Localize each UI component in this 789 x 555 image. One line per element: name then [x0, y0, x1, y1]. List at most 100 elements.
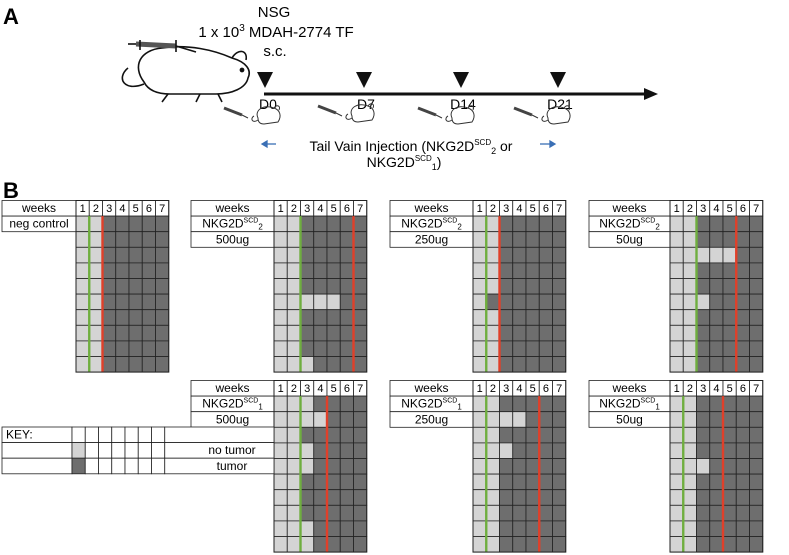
data-cell	[485, 324, 500, 342]
small-mouse-syringe	[417, 105, 475, 125]
data-cell	[682, 278, 697, 295]
injection-line-2-prefix: NKG2D	[367, 154, 415, 170]
data-cell	[128, 340, 143, 357]
data-cell	[286, 262, 301, 279]
data-cell	[499, 489, 514, 506]
data-cell	[538, 536, 553, 553]
data-cell	[525, 340, 540, 357]
data-cell	[749, 458, 764, 475]
data-cell	[313, 324, 328, 342]
data-cell	[525, 215, 540, 233]
data-cell	[286, 520, 301, 537]
data-cell	[353, 426, 368, 444]
data-cell	[339, 473, 354, 491]
data-cell	[485, 293, 500, 311]
group-name-label: NKG2DSCD1	[599, 397, 660, 412]
data-cell	[669, 442, 684, 459]
week-number-label: 2	[291, 203, 297, 215]
panel-b-letter: B	[3, 178, 19, 203]
data-cell	[300, 215, 315, 233]
data-cell	[525, 411, 540, 428]
data-cell	[155, 215, 170, 233]
data-cell	[722, 231, 737, 248]
data-cell	[485, 231, 500, 248]
data-cell	[472, 458, 487, 475]
data-cell	[286, 278, 301, 295]
injection-line-1-suffix: or	[496, 138, 513, 154]
data-cell	[155, 309, 170, 326]
data-cell	[669, 231, 684, 248]
data-cell	[512, 442, 527, 459]
data-cell	[499, 395, 514, 413]
data-cell	[669, 356, 684, 373]
data-cell	[696, 442, 711, 459]
key-blank-cell	[137, 426, 152, 444]
data-cell	[512, 340, 527, 357]
data-cell	[512, 231, 527, 248]
data-cell	[682, 215, 697, 233]
injection-sub-2: 1	[432, 162, 437, 172]
data-cell	[88, 278, 103, 295]
data-cell	[538, 309, 553, 326]
data-cell	[88, 309, 103, 326]
data-cell	[313, 520, 328, 537]
data-cell	[696, 262, 711, 279]
data-cell	[273, 231, 288, 248]
data-cell	[525, 442, 540, 459]
injection-sup-2: SCD	[415, 154, 432, 163]
data-cell	[353, 293, 368, 311]
data-cell	[749, 231, 764, 248]
data-cell	[722, 473, 737, 491]
data-cell	[709, 442, 724, 459]
data-cell	[538, 473, 553, 491]
data-cell	[300, 293, 315, 311]
data-cell	[696, 504, 711, 522]
week-number-label: 7	[357, 383, 363, 395]
day-marker-d7	[356, 72, 372, 88]
data-cell	[485, 426, 500, 444]
data-cell	[499, 356, 514, 373]
data-cell	[326, 520, 341, 537]
data-cell	[682, 395, 697, 413]
data-cell	[339, 458, 354, 475]
data-cell	[669, 395, 684, 413]
data-cell	[512, 426, 527, 444]
data-cell	[538, 426, 553, 444]
cell-dose-cells: MDAH-2774 TF	[245, 24, 354, 41]
group-name-base: NKG2D	[202, 397, 244, 411]
data-cell	[75, 278, 90, 295]
injection-sup-1: SCD	[474, 138, 491, 147]
week-number-label: 6	[543, 203, 549, 215]
data-cell	[472, 231, 487, 248]
data-cell	[499, 215, 514, 233]
data-cell	[339, 278, 354, 295]
data-cell	[313, 473, 328, 491]
data-cell	[525, 489, 540, 506]
injection-line-1-prefix: Tail Vain Injection (NKG2D	[310, 138, 475, 154]
data-cell	[512, 262, 527, 279]
cell-dose-prefix: 1 x 10	[198, 24, 239, 41]
data-cell	[485, 411, 500, 428]
data-cell	[485, 489, 500, 506]
group-dose-label: 500ug	[216, 232, 249, 246]
small-mouse-syringe	[317, 103, 375, 123]
data-cell	[552, 215, 567, 233]
data-cell	[353, 520, 368, 537]
data-cell	[313, 278, 328, 295]
data-cell	[735, 293, 750, 311]
group-name-sup: SCD	[641, 398, 656, 405]
week-number-label: 1	[278, 203, 284, 215]
weeks-header-label: weeks	[413, 201, 448, 215]
group-name-label: NKG2DSCD2	[599, 217, 660, 232]
data-cell	[696, 246, 711, 264]
data-cell	[339, 536, 354, 553]
data-cell	[735, 442, 750, 459]
data-cell	[326, 489, 341, 506]
data-cell	[75, 215, 90, 233]
key-label-cell	[1, 442, 73, 459]
data-cell	[286, 536, 301, 553]
data-cell	[353, 395, 368, 413]
data-cell	[102, 262, 117, 279]
data-cell	[696, 520, 711, 537]
